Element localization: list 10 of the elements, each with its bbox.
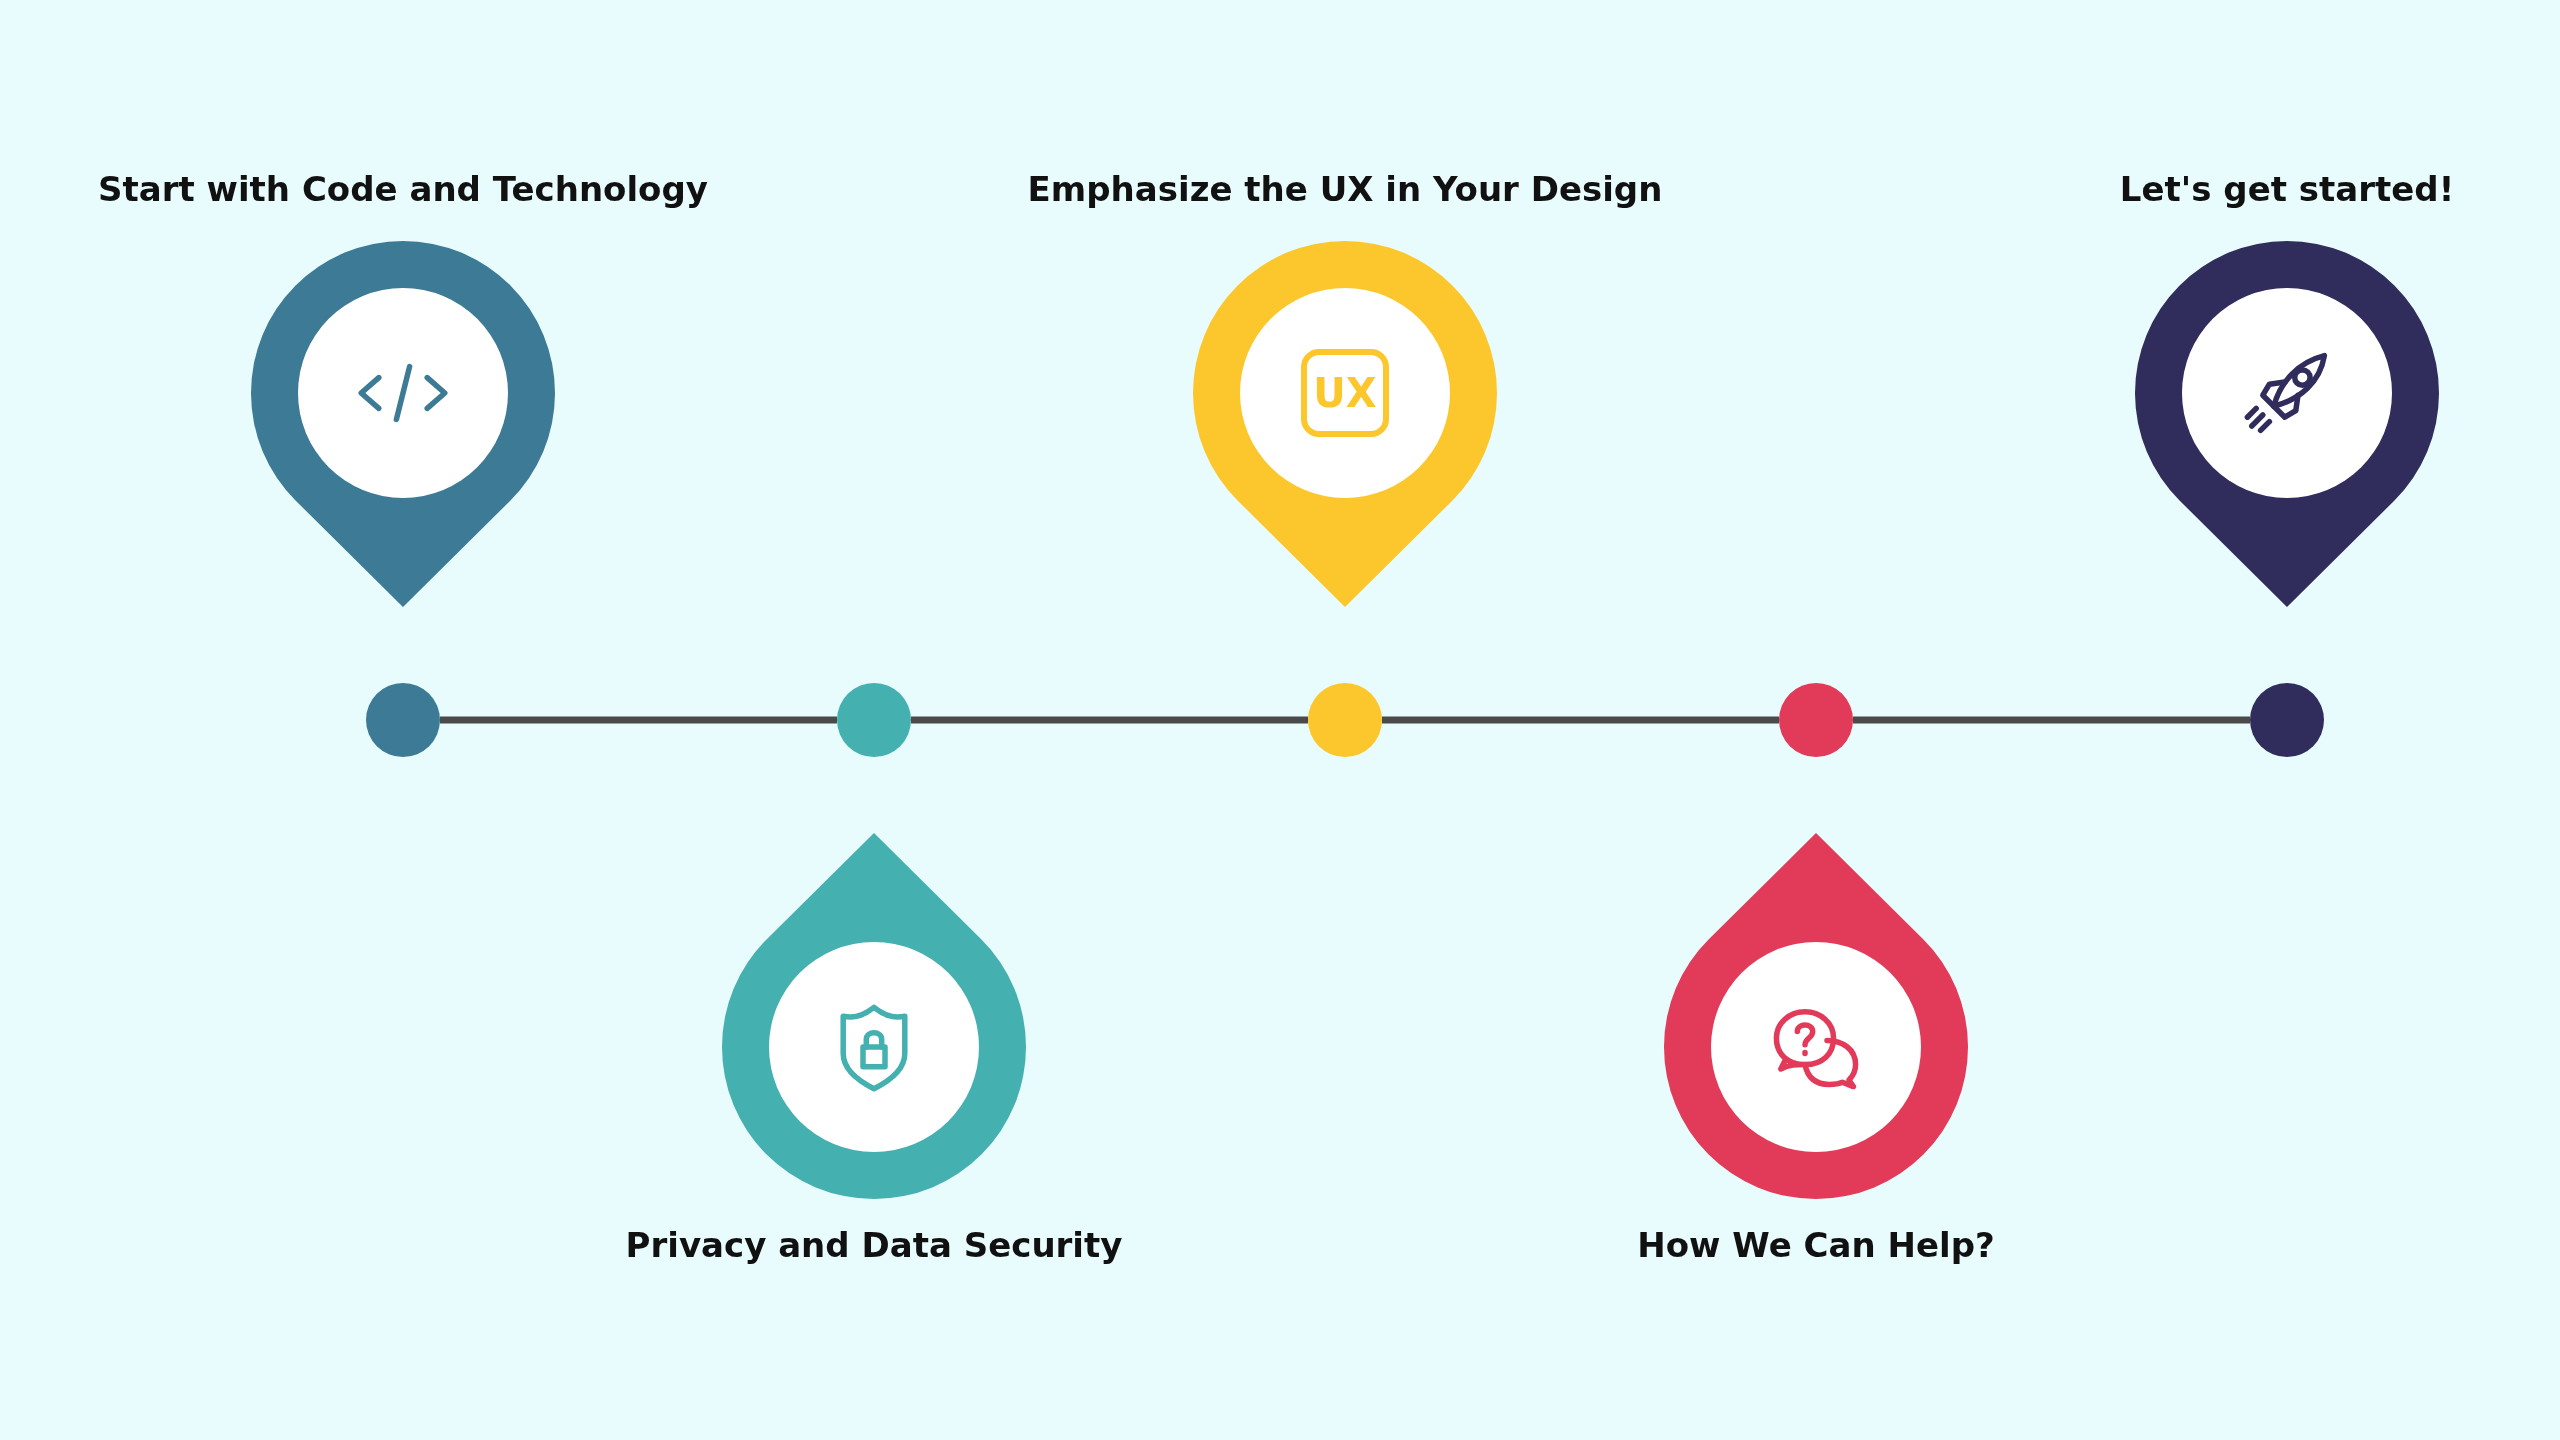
pin-title: Emphasize the UX in Your Design: [1026, 169, 1664, 209]
pin-title: How We Can Help?: [1636, 1225, 1996, 1265]
pin-title: Let's get started!: [2118, 169, 2456, 209]
timeline-line: [1382, 716, 1779, 724]
ux-badge: UX: [1301, 349, 1389, 437]
timeline-line: [911, 716, 1308, 724]
pin-title: Start with Code and Technology: [97, 169, 709, 209]
timeline-line: [440, 716, 837, 724]
pin-title: Privacy and Data Security: [624, 1225, 1124, 1265]
timeline-line: [1853, 716, 2250, 724]
